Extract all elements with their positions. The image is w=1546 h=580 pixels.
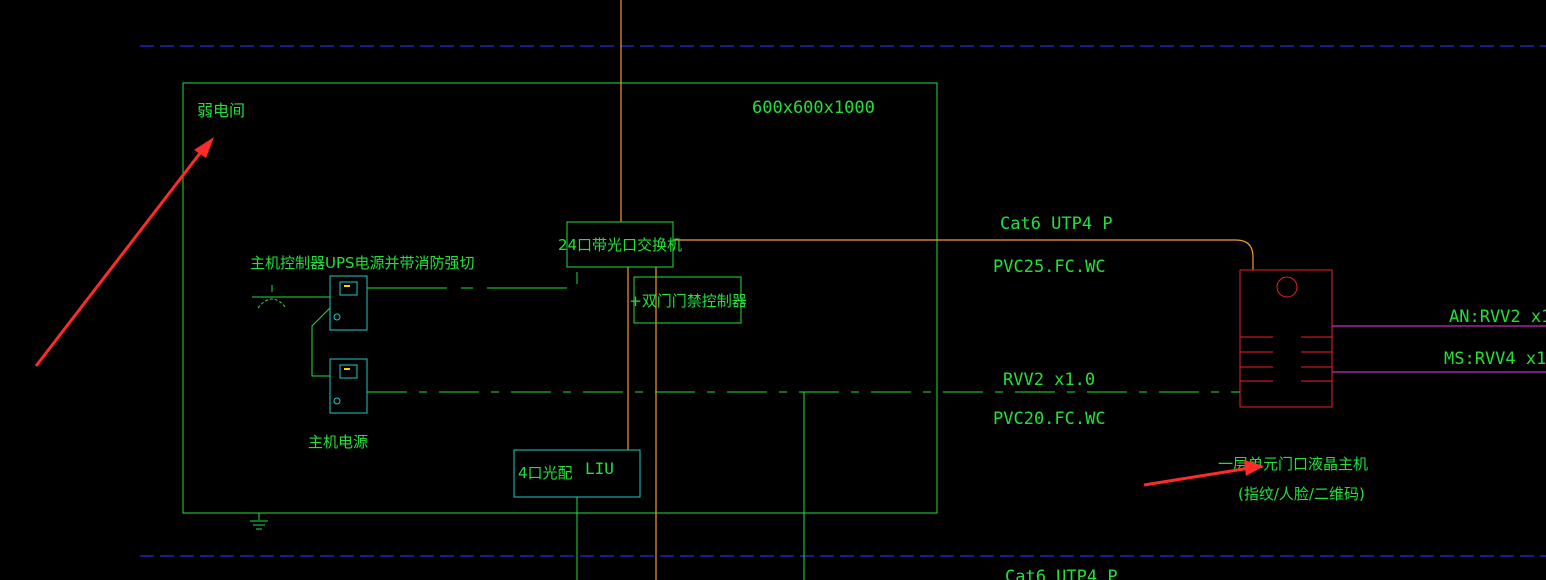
switch-label: 24口带光口交换机 xyxy=(558,236,682,254)
controller-ups-device[interactable] xyxy=(329,275,368,331)
host-power-device[interactable] xyxy=(329,358,368,414)
controller-ups-note: 主机控制器UPS电源并带消防强切 xyxy=(250,254,475,272)
data-cable-label: Cat6 UTP4 P xyxy=(1000,214,1113,234)
room-label: 弱电间 xyxy=(197,101,245,120)
controller-ups-indicator xyxy=(339,281,358,296)
host-power-label: 主机电源 xyxy=(308,433,368,451)
controller-ups-led xyxy=(344,285,350,287)
controller-ups-knob xyxy=(333,313,341,321)
lcd-host-sublabel: (指纹/人脸/二维码) xyxy=(1238,485,1365,503)
door-controller-label: +双门门禁控制器 xyxy=(629,292,747,310)
host-power-knob xyxy=(333,397,341,405)
ms-cable-label: MS:RVV4 x1. xyxy=(1444,349,1546,369)
data-conduit-label: PVC25.FC.WC xyxy=(993,257,1106,277)
power-socket-icon xyxy=(252,285,292,309)
cat6-cable-route xyxy=(673,239,1254,270)
annotation-arrow-lcd-host xyxy=(1143,460,1264,487)
switch-box[interactable] xyxy=(566,221,674,268)
host-power-led xyxy=(344,368,350,370)
power-cable-label: RVV2 x1.0 xyxy=(1003,370,1095,390)
bottom-data-cable-label: Cat6 UTP4 P xyxy=(1005,567,1118,580)
annotation-arrow-room xyxy=(34,137,214,367)
ups-link-line xyxy=(311,307,331,377)
cabinet-size-label: 600x600x1000 xyxy=(752,98,875,118)
host-power-indicator xyxy=(339,364,358,379)
liu-label: 4口光配 xyxy=(518,464,573,482)
lcd-host-device[interactable] xyxy=(1239,269,1333,408)
power-conduit-label: PVC20.FC.WC xyxy=(993,409,1106,429)
liu-tag: LIU xyxy=(585,459,614,478)
an-cable-label: AN:RVV2 x1. xyxy=(1449,307,1546,327)
room-boundary xyxy=(182,82,938,514)
ups-to-switch-dashed-line xyxy=(367,267,578,289)
ground-symbol xyxy=(250,513,268,530)
door-controller-box[interactable] xyxy=(633,276,742,324)
